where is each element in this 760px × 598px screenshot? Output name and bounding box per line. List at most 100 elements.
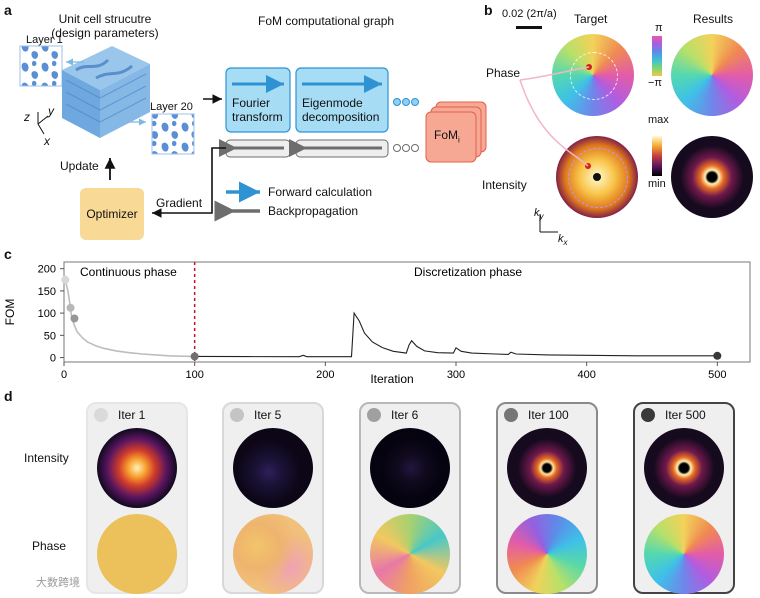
eigenmode-label: Eigenmode decomposition [302,96,379,124]
watermark: 大数跨境 [36,577,80,589]
ky-subscript: y [539,212,544,222]
iteration-marker [70,314,79,323]
fom-stack [425,101,487,163]
axis-x: x [44,134,50,148]
target-intensity-ring [568,148,628,208]
continuous-phase-label: Continuous phase [80,265,177,279]
gradient-label: Gradient [156,196,203,210]
phase-min-label: −π [648,77,663,89]
result-intensity-disc [671,136,753,218]
ky-label: ky [534,207,544,221]
panel-b-label: b [484,2,493,18]
eigen-line1: Eigenmode [302,96,363,110]
fom-y-axis-label: FOM [3,299,17,326]
iteration-marker [190,352,199,361]
fourier-line2: transform [232,110,283,124]
graph-title: FoM computational graph [258,14,395,28]
iter-card-4: Iter 100 [496,402,598,594]
phase-row-label: Phase [486,66,521,80]
y-tick-label: 150 [38,286,56,298]
x-tick-label: 200 [316,369,334,381]
result-phase-disc [671,34,753,116]
legend-forward-label: Forward calculation [268,185,373,199]
fom-text: FoM [434,128,458,142]
phase-row-d-label: Phase [32,539,67,553]
intensity-colorbar [652,136,662,176]
kx-subscript: x [563,238,568,248]
iter-card-3: Iter 6 [359,402,461,594]
y-tick-label: 200 [38,264,56,276]
intensity-row-d-label: Intensity [24,451,69,465]
iteration-markers [61,275,722,361]
unit-cell-title: Unit cell strucutre (design parameters) [30,12,180,40]
x-tick-label: 400 [577,369,595,381]
iteration-marker [61,275,70,284]
intensity-row-label: Intensity [482,178,527,192]
intensity-disc [507,428,587,508]
results-header: Results [693,12,734,26]
iteration-marker [66,303,75,312]
unit-cell-stack [62,46,150,138]
iter-title: Iter 5 [254,408,282,422]
fom-x-axis-label: Iteration [370,372,413,386]
layer1-pattern [19,45,63,87]
gradient-arrow [152,147,226,218]
panel-a-label: a [4,2,12,18]
phase-max-label: π [655,22,663,34]
scale-label: 0.02 (2π/a) [502,8,557,20]
iter-title: Iter 6 [391,408,419,422]
fourier-line1: Fourier [232,96,271,110]
panel-b-overlay [519,66,590,233]
discretization-series-line [194,311,718,358]
phase-colorbar [652,36,662,76]
phase-disc [370,514,450,594]
kx-label: kx [558,233,568,247]
xyz-axes [37,112,49,135]
iter-dot [94,408,108,422]
y-tick-label: 50 [44,330,56,342]
optimizer-box [80,188,144,240]
iter-title: Iter 1 [118,408,146,422]
optimizer-label: Optimizer [86,207,138,221]
intensity-disc [644,428,724,508]
layer20-label: Layer 20 [150,101,193,113]
phase-disc [97,514,177,594]
y-tick-label: 0 [50,353,56,365]
kx-text: k [558,233,564,245]
phase-disc [507,514,587,594]
target-header: Target [574,12,608,26]
unit-cell-subtitle: (design parameters) [51,26,159,40]
forward-dots [393,98,419,106]
intensity-max-label: max [648,114,669,126]
intensity-disc [97,428,177,508]
iter-title: Iter 500 [665,408,706,422]
iter-dot [230,408,244,422]
iter-dot [367,408,381,422]
eigen-line2: decomposition [302,110,380,124]
iter-title: Iter 100 [528,408,569,422]
update-label: Update [60,159,99,173]
axis-y: y [48,104,54,118]
fourier-label: Fourier transform [232,96,283,124]
iter-dot [641,408,655,422]
scale-bar [516,26,542,29]
backward-dots [393,144,419,152]
iter-card-2: Iter 5 [222,402,324,594]
x-tick-label: 300 [447,369,465,381]
layer20-pattern [151,113,195,155]
panel-a-diagram [19,45,487,240]
iter-card-1: Iter 1 [86,402,188,594]
x-tick-label: 0 [61,369,67,381]
legend-backward-label: Backpropagation [268,204,359,218]
ky-text: k [534,207,540,219]
y-tick-label: 100 [38,308,56,320]
iter-dot [504,408,518,422]
target-intensity-center [593,173,601,181]
phase-disc [233,514,313,594]
iter-card-5: Iter 500 [633,402,735,594]
fom-subscript: i [458,135,460,145]
x-tick-label: 100 [185,369,203,381]
fom-label: FoMi [434,128,460,144]
